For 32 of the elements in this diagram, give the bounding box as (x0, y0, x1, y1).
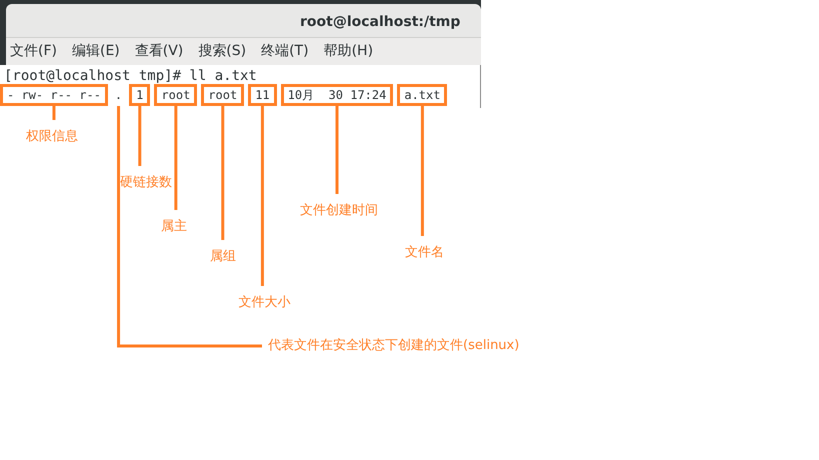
callout-label: 文件创建时间 (300, 202, 378, 220)
menu-item: 终端(T) (261, 42, 309, 61)
menu-item: 编辑(E) (72, 42, 120, 61)
leader-line (52, 106, 56, 120)
window-title: root@localhost:/tmp (300, 13, 460, 32)
leader-line (260, 106, 264, 286)
menu-item: 搜索(S) (198, 42, 246, 61)
highlight-box: root (201, 84, 244, 106)
callout-label: 硬链接数 (120, 174, 172, 192)
menu-item: 文件(F) (10, 42, 57, 61)
callout-label: 文件大小 (238, 294, 290, 312)
menu-item: 帮助(H) (324, 42, 374, 61)
callout-label: 权限信息 (26, 128, 78, 146)
leader-line (336, 106, 338, 194)
leader-line (420, 106, 424, 236)
output-text: . (112, 84, 126, 106)
menu-item: 查看(V) (134, 42, 184, 61)
leader-line (117, 106, 262, 348)
callout-label: 代表文件在安全状态下创建的文件(selinux) (268, 337, 520, 355)
highlight-box: 10月 30 17:24 (280, 84, 394, 106)
leader-line (138, 106, 142, 166)
highlight-box: 1 (129, 84, 150, 106)
callout-label: 属组 (210, 248, 236, 266)
callout-label: 文件名 (404, 244, 444, 262)
leader-line (174, 106, 178, 210)
highlight-box: - rw- r-- r-- (0, 84, 108, 106)
highlight-box: 11 (248, 84, 277, 106)
callout-label: 属主 (160, 218, 187, 236)
highlight-box: a.txt (397, 84, 448, 106)
highlight-box: root (154, 84, 198, 106)
command-line: [root@localhost tmp]# ll a.txt (4, 67, 257, 85)
leader-line (221, 106, 224, 240)
